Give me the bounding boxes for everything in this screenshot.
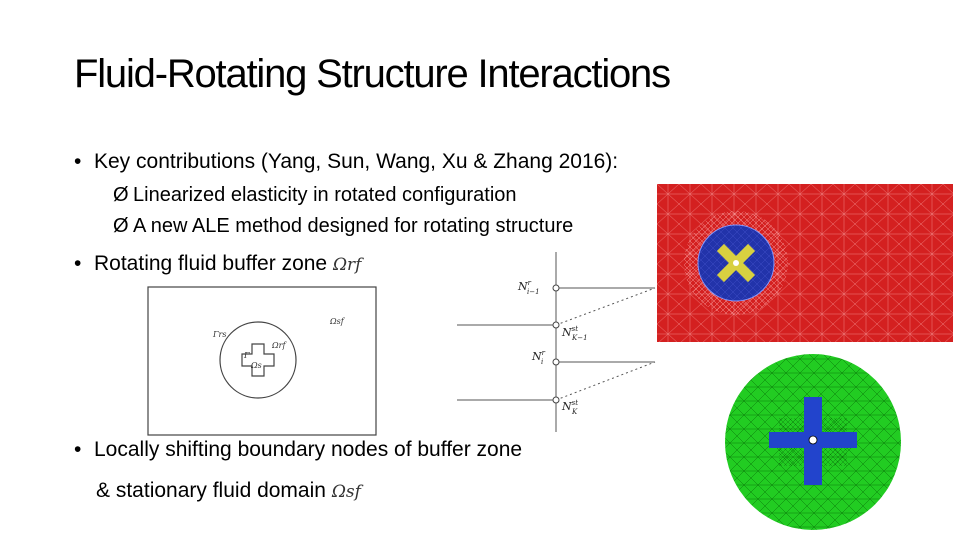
arrow-marker: Ø bbox=[113, 184, 129, 206]
connection-dashed-2 bbox=[555, 361, 656, 401]
label-omega-s: Ωs bbox=[250, 361, 262, 370]
node-marker bbox=[552, 396, 560, 404]
label-gamma: Γ bbox=[243, 351, 250, 360]
rotation-center bbox=[733, 260, 739, 266]
slide-title: Fluid-Rotating Structure Interactions bbox=[74, 52, 671, 96]
bullet-key-contributions: • Key contributions (Yang, Sun, Wang, Xu … bbox=[74, 150, 618, 174]
subbullet-text: A new ALE method designed for rotating s… bbox=[133, 215, 574, 237]
subbullet-text: Linearized elasticity in rotated configu… bbox=[133, 184, 517, 206]
bullet-shifting-nodes: • Locally shifting boundary nodes of buff… bbox=[74, 438, 522, 462]
bullet-text: Rotating fluid buffer zone bbox=[94, 252, 328, 275]
label-gamma-rs: Γrs bbox=[212, 330, 226, 339]
label-omega-rf: Ωrf bbox=[271, 341, 287, 350]
structure-cross bbox=[241, 343, 275, 377]
green-mesh-image bbox=[725, 354, 901, 530]
omega-sf-symbol: Ωsf bbox=[331, 482, 361, 502]
outer-domain-box bbox=[147, 286, 377, 436]
label-omega-sf: Ωsf bbox=[329, 317, 346, 326]
red-mesh-image bbox=[657, 184, 953, 342]
bullet-shifting-nodes-cont: & stationary fluid domain Ωsf bbox=[96, 479, 361, 503]
bullet-text: & stationary fluid domain bbox=[96, 479, 326, 502]
node-marker bbox=[552, 321, 560, 329]
bullet-marker: • bbox=[74, 150, 82, 173]
bullet-marker: • bbox=[74, 438, 82, 461]
node-marker bbox=[552, 358, 560, 366]
bullet-buffer-zone: • Rotating fluid buffer zone Ωrf bbox=[74, 252, 361, 276]
omega-rf-symbol: Ωrf bbox=[332, 255, 362, 275]
node-marker bbox=[552, 284, 560, 292]
rotation-center bbox=[808, 435, 818, 445]
bullet-text: Locally shifting boundary nodes of buffe… bbox=[94, 438, 523, 461]
connection-dashed-1 bbox=[555, 287, 656, 326]
arrow-marker: Ø bbox=[113, 215, 129, 237]
bullet-marker: • bbox=[74, 252, 82, 275]
bullet-text: Key contributions (Yang, Sun, Wang, Xu &… bbox=[94, 150, 619, 173]
